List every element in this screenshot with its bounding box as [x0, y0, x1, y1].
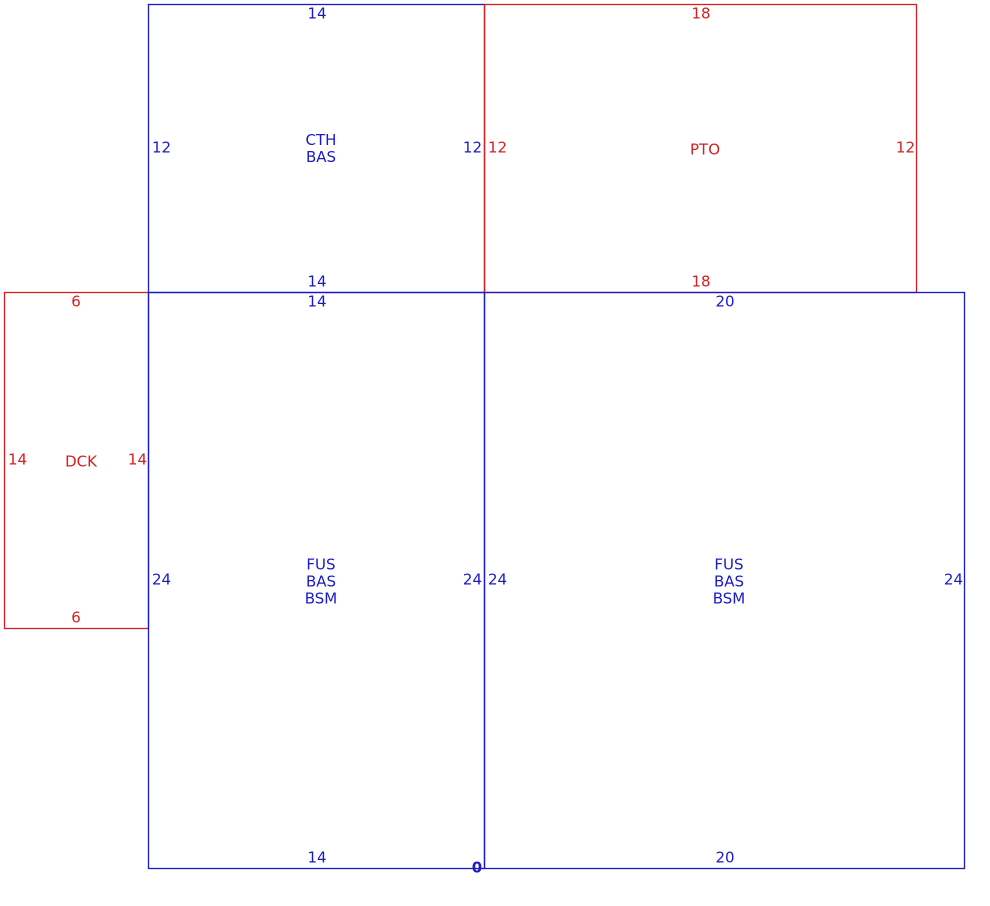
area-code: BAS: [305, 148, 337, 166]
cth-bas-top-dimension: 14: [307, 4, 327, 23]
pto-left-dimension: 12: [488, 138, 508, 157]
area-code: BAS: [713, 572, 745, 591]
area-code: FUS: [306, 555, 336, 574]
area-code: BAS: [305, 572, 337, 591]
fus-right-top-dimension: 20: [715, 292, 735, 311]
fus-left-top-dimension: 14: [307, 292, 327, 311]
cth-bas-left-dimension: 12: [152, 138, 172, 157]
pto-bottom-dimension: 18: [691, 272, 711, 291]
dck-left-dimension: 14: [8, 450, 28, 469]
area-code: PTO: [689, 140, 721, 159]
fus-left-right-dimension: 24: [462, 570, 482, 589]
pto-right-dimension: 12: [895, 138, 915, 157]
fus-left-left-dimension: 24: [152, 570, 172, 589]
fus-right-bottom-dimension: 20: [715, 848, 735, 867]
pto-area-codes: PTO: [689, 140, 721, 159]
origin-label: 0: [471, 858, 483, 877]
cth-bas-area-codes: CTH BAS: [306, 132, 337, 166]
area-code: BSM: [712, 589, 746, 608]
area-code: DCK: [65, 452, 97, 471]
cth-bas-bottom-dimension: 14: [307, 272, 327, 291]
pto-top-dimension: 18: [691, 4, 711, 23]
area-code: BSM: [304, 589, 338, 608]
fus-right-area-codes: FUS BAS BSM: [712, 555, 746, 608]
area-code: FUS: [714, 555, 744, 574]
cth-bas-right-dimension: 12: [462, 138, 482, 157]
fus-right-left-dimension: 24: [488, 570, 508, 589]
dck-area-codes: DCK: [65, 452, 97, 471]
fus-left-area-codes: FUS BAS BSM: [304, 555, 338, 608]
fus-left-bottom-dimension: 14: [307, 848, 327, 867]
fus-right-right-dimension: 24: [943, 570, 963, 589]
area-code: CTH: [305, 131, 337, 149]
dck-right-dimension: 14: [127, 450, 147, 469]
dck-bottom-dimension: 6: [71, 608, 81, 627]
area-fus-right-outline[interactable]: [483, 291, 966, 870]
dck-top-dimension: 6: [71, 292, 81, 311]
